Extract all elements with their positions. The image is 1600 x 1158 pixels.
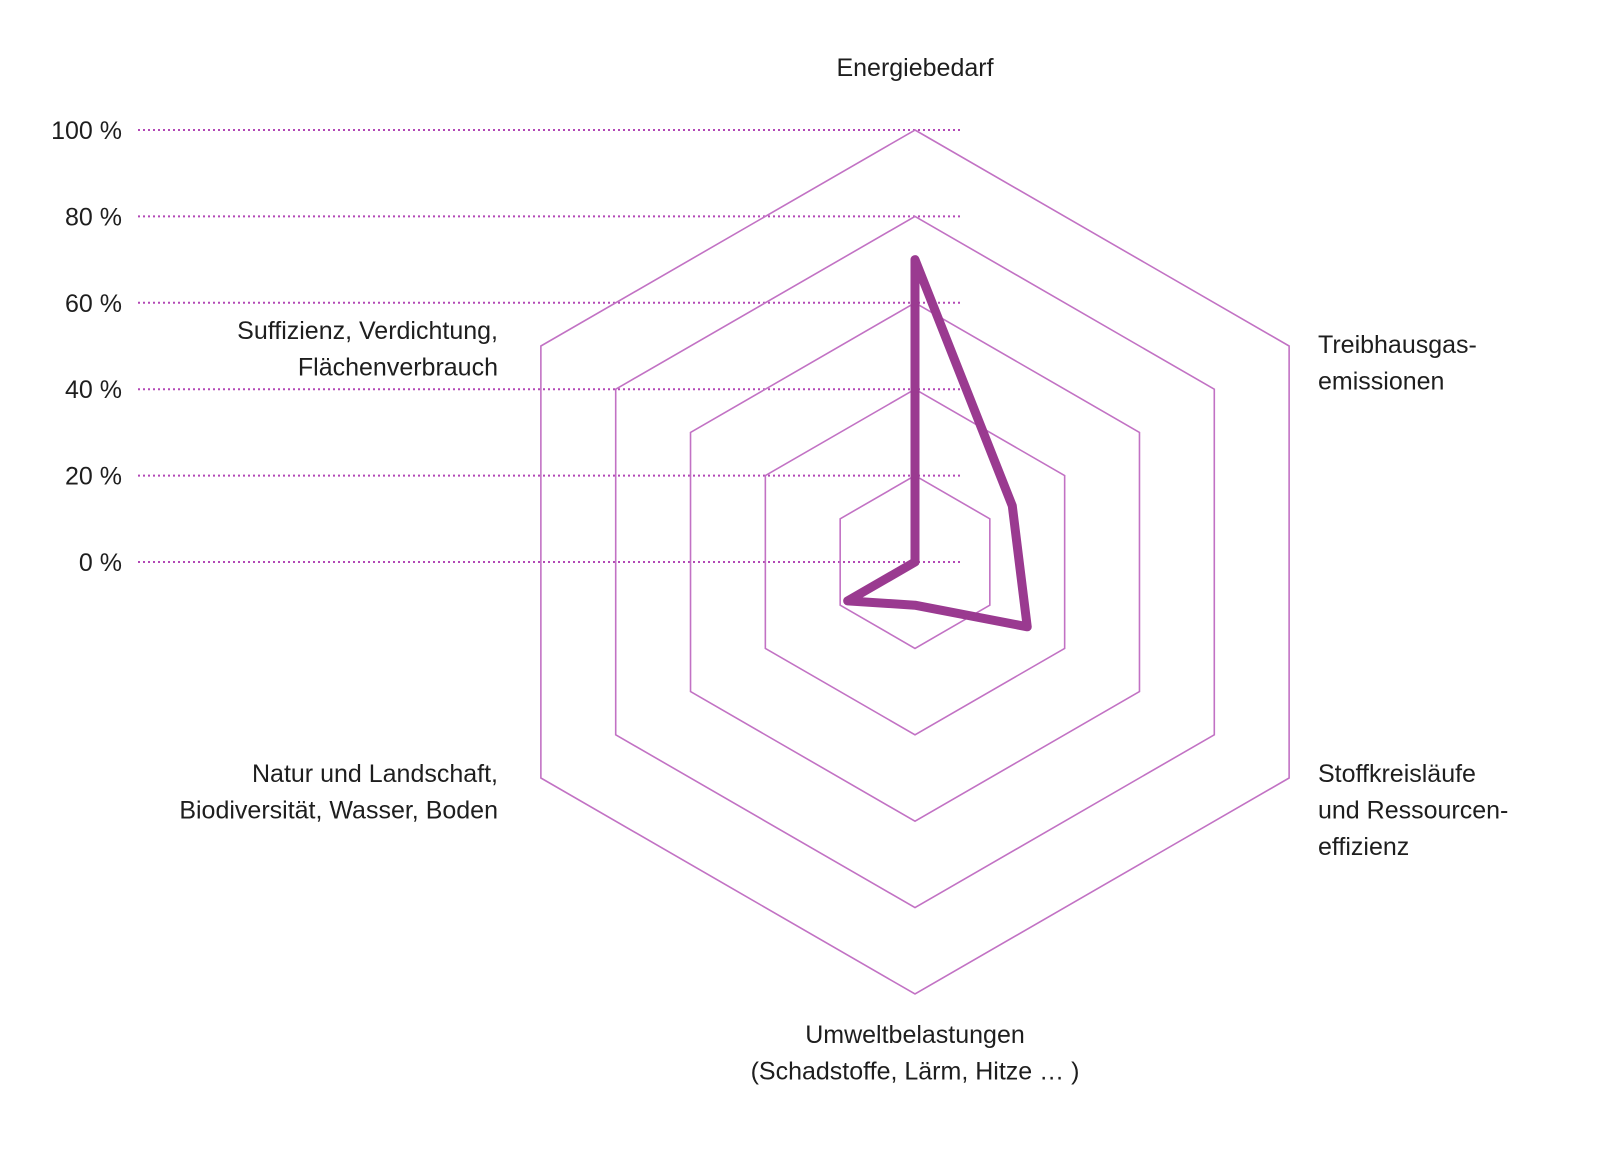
axis-label-line: Flächenverbrauch — [298, 354, 498, 382]
axis-label: Energiebedarf — [836, 54, 993, 82]
axis-label-line: Umweltbelastungen — [805, 1021, 1025, 1049]
axis-label-line: Stoffkreisläufe — [1318, 760, 1476, 788]
axis-label-line: (Schadstoffe, Lärm, Hitze … ) — [751, 1058, 1080, 1086]
axis-label-line: und Ressourcen- — [1318, 797, 1508, 825]
tick-label: 40 % — [65, 376, 122, 404]
axis-label-line: Biodiversität, Wasser, Boden — [179, 797, 498, 825]
series-line — [843, 255, 1032, 632]
grid-ring — [614, 215, 1216, 909]
axis-label-line: Energiebedarf — [836, 54, 993, 82]
tick-label: 60 % — [65, 290, 122, 318]
tick-label: 0 % — [79, 549, 122, 577]
grid-ring — [764, 388, 1066, 736]
grid-ring — [540, 129, 1290, 995]
axis-label: Treibhausgas-emissionen — [1318, 331, 1477, 396]
axis-label-line: Natur und Landschaft, — [252, 760, 498, 788]
axis-label-line: Treibhausgas- — [1318, 331, 1477, 359]
grid-ring — [689, 301, 1141, 823]
grid-ring — [839, 474, 991, 650]
axis-label: Stoffkreisläufe und Ressourcen-effizienz — [1318, 760, 1508, 861]
axis-label-line: Suffizienz, Verdichtung, — [237, 317, 498, 345]
tick-label: 20 % — [65, 463, 122, 491]
tick-label: 100 % — [51, 117, 122, 145]
axis-label: Umweltbelastungen (Schadstoffe, Lärm, Hit… — [751, 1021, 1080, 1086]
axis-label-line: emissionen — [1318, 368, 1444, 396]
axis-label-line: effizienz — [1318, 833, 1409, 861]
tick-label: 80 % — [65, 203, 122, 231]
axis-label: Natur und Landschaft, Biodiversität, Wass… — [179, 760, 498, 825]
axis-label: Suffizienz, Verdichtung, Flächenverbrauch — [237, 317, 498, 382]
